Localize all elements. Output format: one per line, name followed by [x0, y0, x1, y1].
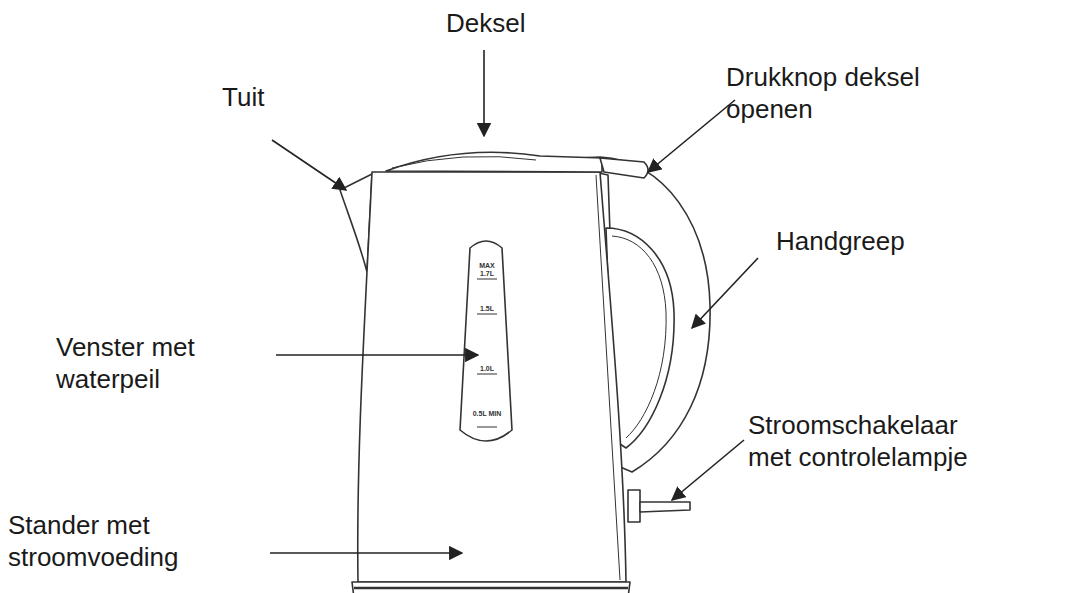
base-stand	[352, 582, 630, 593]
part-label: Stander met stroomvoeding	[8, 510, 228, 573]
part-label: Deksel	[446, 8, 525, 40]
leader-arrow	[648, 100, 735, 172]
leader-arrow	[692, 258, 758, 328]
part-label: Handgreep	[776, 226, 905, 258]
part-label: Venster met waterpeil	[56, 332, 261, 395]
lid	[386, 152, 602, 172]
level-ticks	[477, 279, 497, 427]
handle-grip-line	[612, 236, 666, 438]
part-label: Drukknop deksel openen	[726, 62, 976, 125]
level-mark: 1.0L	[472, 365, 502, 373]
part-label: Tuit	[222, 82, 264, 114]
leader-arrow	[483, 50, 485, 136]
level-mark: MAX 1.7L	[472, 262, 502, 277]
base-rim	[354, 587, 628, 590]
part-label: Stroomschakelaar met controlelampje	[748, 410, 1003, 473]
water-window	[460, 241, 512, 441]
switch-lever	[640, 502, 690, 512]
switch-housing	[628, 490, 640, 522]
lid-button	[600, 158, 648, 178]
leader-arrow	[270, 552, 462, 554]
leader-arrow	[276, 354, 478, 356]
kettle-body	[358, 172, 626, 582]
level-mark: 1.5L	[472, 305, 502, 313]
leader-arrow	[672, 440, 744, 500]
leader-arrow	[272, 140, 346, 190]
lid-edge	[392, 156, 536, 168]
body-seam	[596, 175, 620, 580]
level-mark: 0.5L MIN	[472, 410, 502, 418]
